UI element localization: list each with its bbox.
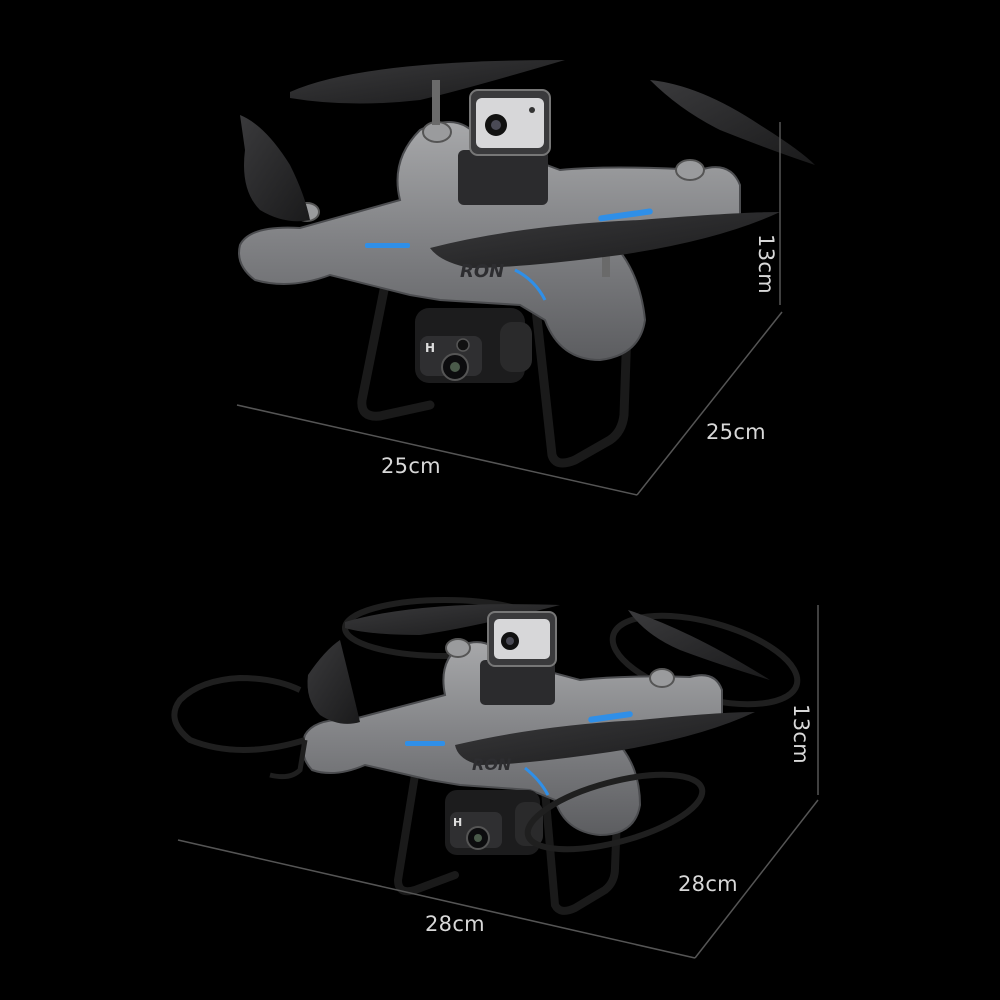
rotor-hub (649, 668, 675, 688)
width-label: 28cm (425, 912, 485, 936)
propeller-front-left (307, 640, 360, 724)
accent-light (365, 243, 410, 248)
dimension-lines-top (236, 122, 783, 496)
gimbal-camera: H (415, 308, 532, 383)
drone-bottom: RON H (171, 597, 801, 915)
svg-text:H: H (425, 341, 435, 355)
top-camera (480, 611, 557, 705)
propeller-rear-right (628, 610, 770, 680)
propeller-rear-left (290, 60, 565, 104)
depth-label: 28cm (678, 872, 738, 896)
rotor-shaft (432, 80, 440, 125)
accent-light (524, 766, 550, 796)
height-label: 13cm (788, 704, 813, 764)
depth-label: 25cm (706, 420, 766, 444)
landing-gear (357, 280, 633, 468)
accent-light (588, 711, 633, 723)
height-label: 13cm (753, 234, 778, 294)
propeller-front-right (455, 712, 755, 765)
propeller-front-right (430, 212, 780, 268)
accent-light (405, 741, 445, 746)
brand-logo: RON (460, 261, 504, 282)
propeller-front-left (240, 115, 310, 222)
propeller-guard (269, 739, 308, 780)
propeller-rear-right (650, 80, 815, 165)
gimbal-camera: H (445, 790, 543, 855)
drone-top: RON H (238, 60, 815, 468)
width-label: 25cm (381, 454, 441, 478)
dimension-lines-bottom (177, 605, 819, 959)
rotor-hub (675, 159, 705, 181)
top-camera (458, 89, 551, 205)
accent-light (514, 268, 547, 301)
propeller-guard (524, 771, 706, 853)
propeller-guard (171, 674, 306, 753)
landing-gear (393, 771, 622, 915)
svg-text:H: H (453, 816, 462, 829)
accent-light (598, 208, 653, 222)
rotor-hub (445, 638, 471, 658)
brand-logo: RON (472, 755, 512, 774)
